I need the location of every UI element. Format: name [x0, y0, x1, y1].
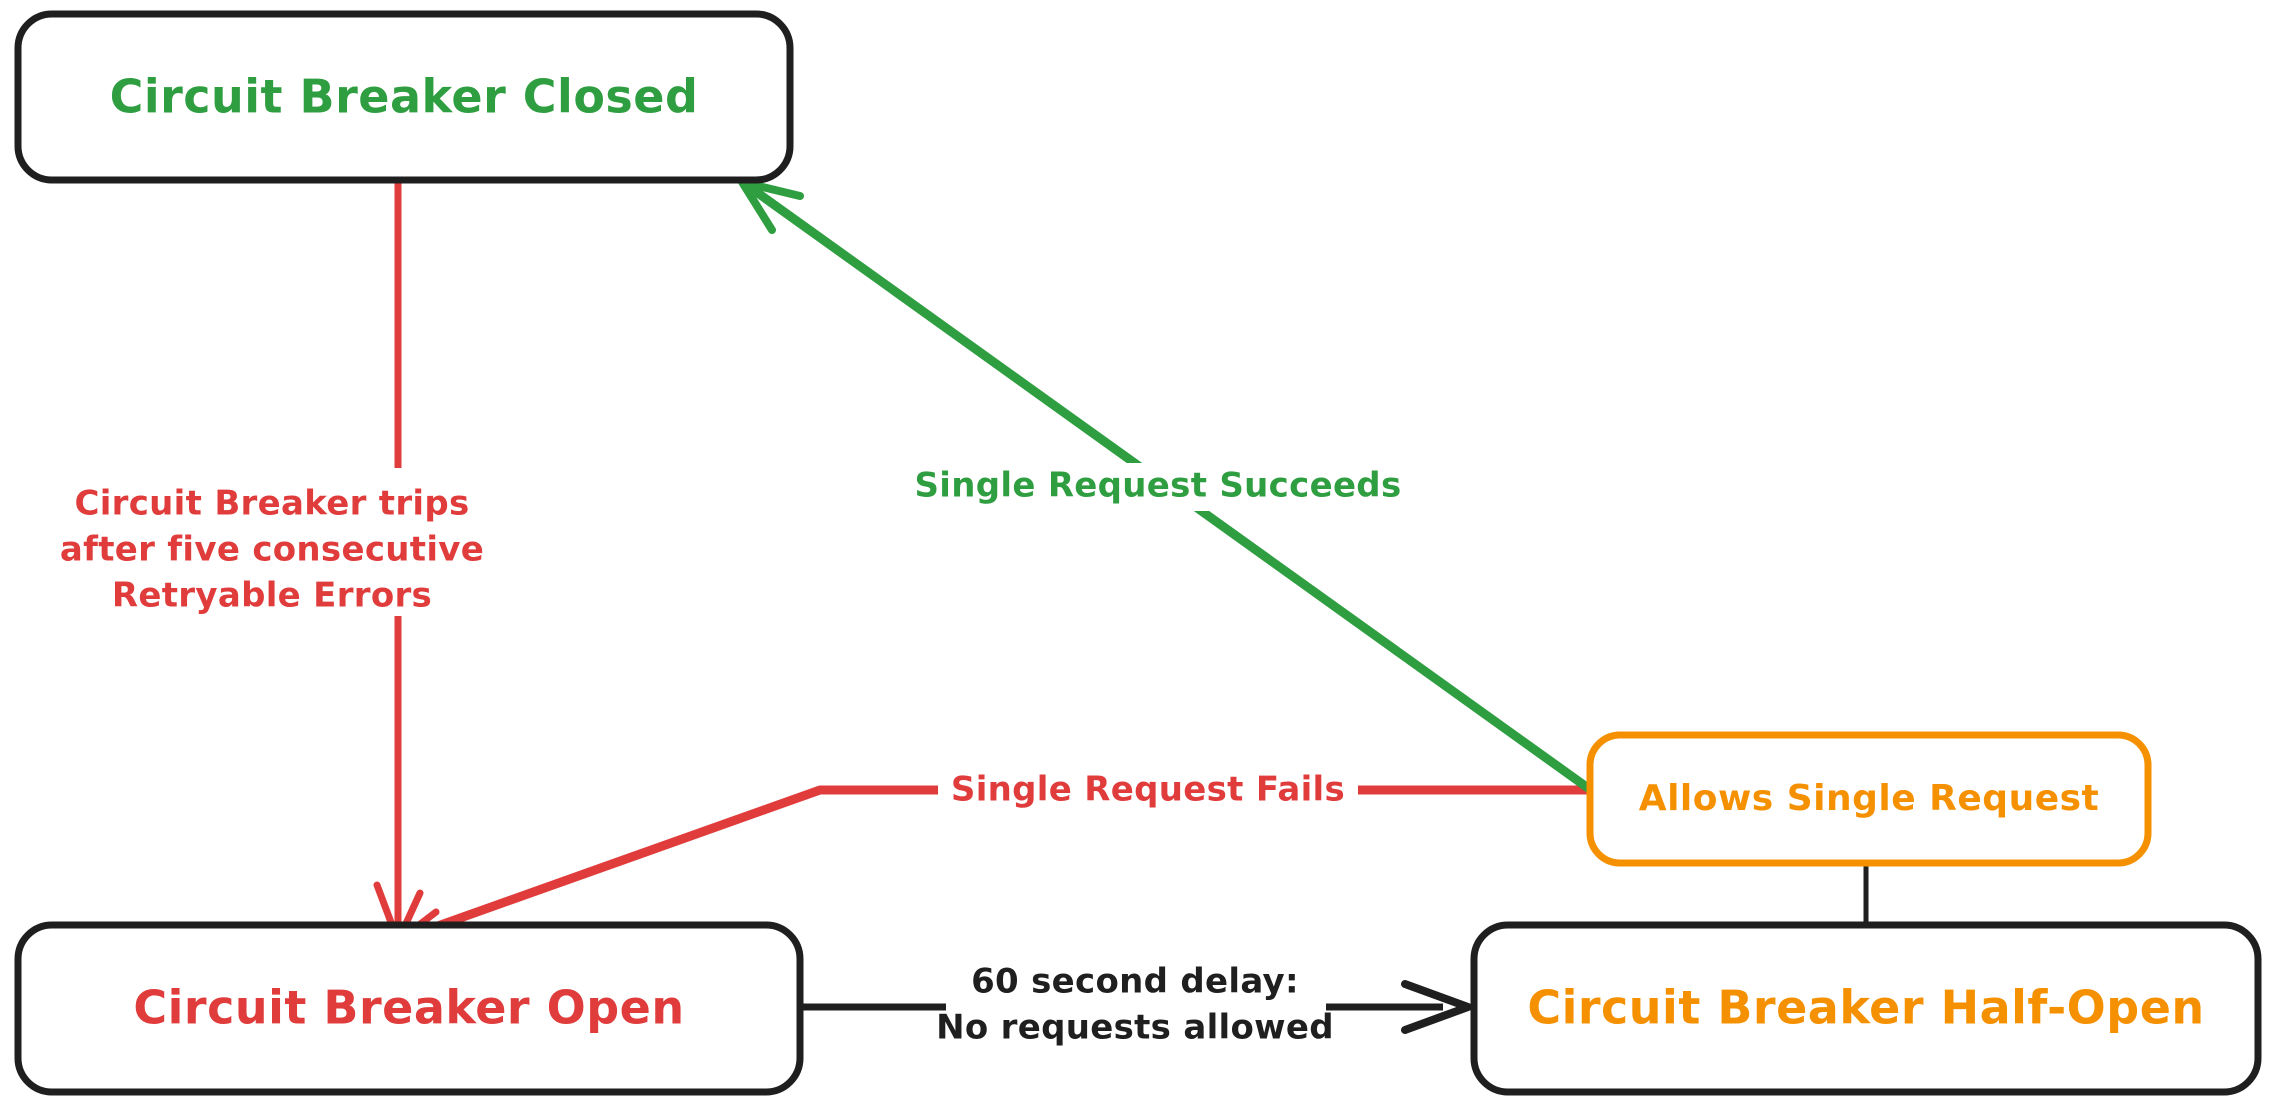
edge-open-to-halfopen-arrowhead	[1401, 980, 1472, 1034]
edge-label-closed-to-open-line3: Retryable Errors	[112, 576, 432, 616]
edge-label-closed-to-open: Circuit Breaker trips after five consecu…	[60, 468, 560, 616]
edge-label-allows-to-closed-text: Single Request Succeeds	[914, 466, 1401, 506]
edge-label-open-to-halfopen-bg	[946, 950, 1326, 1060]
node-closed-label: Circuit Breaker Closed	[110, 70, 699, 124]
edge-label-open-to-halfopen-line2: No requests allowed	[936, 1008, 1334, 1048]
node-circuit-breaker-half-open[interactable]: Circuit Breaker Half-Open	[1470, 921, 2262, 1096]
edge-label-closed-to-open-bg	[130, 468, 560, 616]
node-halfopen-box[interactable]	[1470, 921, 2262, 1096]
edge-label-closed-to-open-line2: after five consecutive	[60, 530, 484, 570]
edge-label-closed-to-open-line1: Circuit Breaker trips	[74, 484, 469, 524]
node-closed-box[interactable]	[14, 10, 794, 184]
node-allows-single-request[interactable]: Allows Single Request	[1586, 731, 2152, 867]
edge-label-allows-to-open-text: Single Request Fails	[951, 770, 1345, 810]
node-open-label: Circuit Breaker Open	[133, 981, 684, 1035]
node-circuit-breaker-closed[interactable]: Circuit Breaker Closed	[14, 10, 794, 184]
node-allows-label: Allows Single Request	[1639, 778, 2100, 819]
node-open-box[interactable]	[14, 921, 804, 1096]
edge-label-open-to-halfopen: 60 second delay: No requests allowed	[936, 950, 1334, 1060]
edge-label-allows-to-closed: Single Request Succeeds	[914, 463, 1401, 511]
edge-allows-to-closed-arrowhead	[738, 178, 804, 234]
node-halfopen-label: Circuit Breaker Half-Open	[1527, 981, 2204, 1035]
edge-label-allows-to-open-bg	[938, 767, 1358, 815]
edge-label-allows-to-open: Single Request Fails	[938, 767, 1358, 815]
edge-label-allows-to-closed-bg	[918, 463, 1400, 511]
edge-label-open-to-halfopen-line1: 60 second delay:	[971, 962, 1299, 1002]
node-circuit-breaker-open[interactable]: Circuit Breaker Open	[14, 921, 804, 1096]
node-allows-box[interactable]	[1586, 731, 2152, 867]
